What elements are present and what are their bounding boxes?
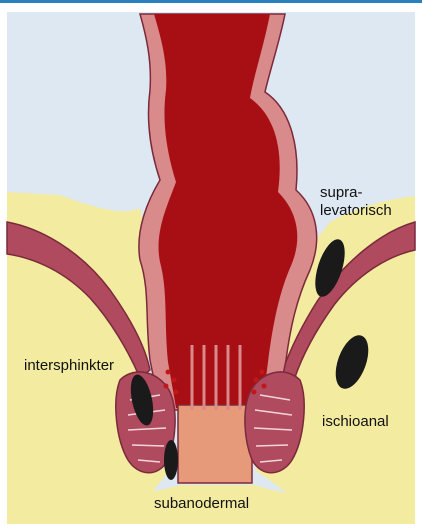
label-ischioanal: ischioanal xyxy=(322,413,389,431)
abscess-subanodermal xyxy=(164,440,178,480)
label-subanodermal: subanodermal xyxy=(154,495,249,513)
label-supralevator: supra- levatorisch xyxy=(320,184,392,220)
anal-canal xyxy=(178,405,252,483)
label-intersphincteric: intersphinkter xyxy=(24,357,114,375)
label-supralevator-line2: levatorisch xyxy=(320,202,392,220)
label-supralevator-line1: supra- xyxy=(320,184,392,202)
